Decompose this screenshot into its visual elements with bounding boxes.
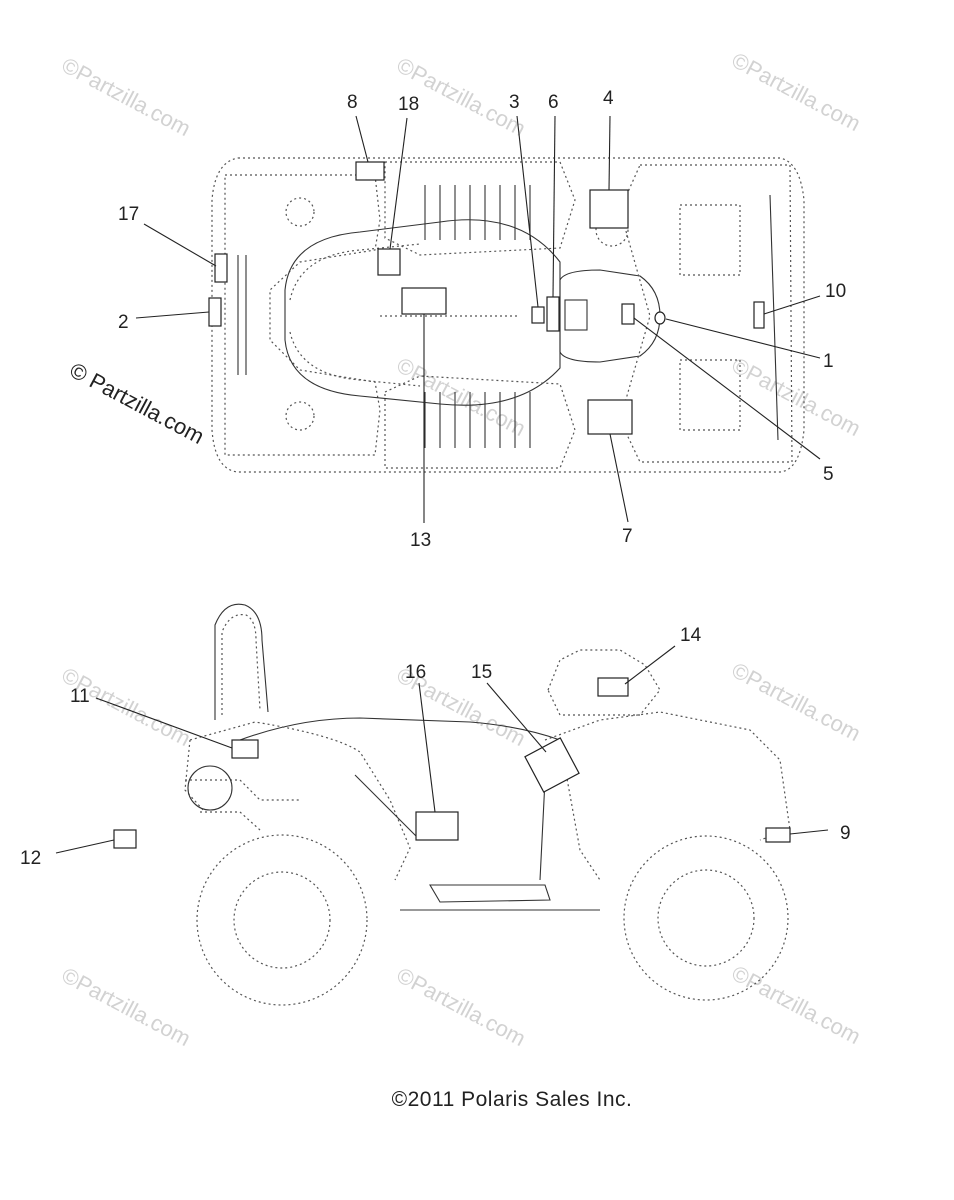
backrest-detail — [221, 614, 261, 715]
callout-11: 11 — [70, 686, 90, 707]
leader-4 — [608, 115, 611, 191]
decal-7 — [587, 399, 633, 435]
callout-8: 8 — [347, 92, 358, 113]
leader-9 — [789, 829, 829, 835]
decal-6 — [546, 296, 560, 332]
copyright-notice: ©2011 Polaris Sales Inc. — [391, 1088, 633, 1111]
decal-3 — [531, 306, 545, 324]
watermark: ©Partzilla.com — [728, 657, 865, 746]
callout-1: 1 — [823, 351, 834, 372]
callout-labels: 8 18 3 6 4 17 2 10 1 5 13 7 14 16 15 11 … — [20, 88, 851, 869]
watermark-dark: © Partzilla.com — [66, 357, 209, 449]
leader-8 — [355, 115, 369, 163]
atv-side-view — [55, 603, 829, 1006]
decal-9 — [765, 827, 791, 843]
callout-5: 5 — [823, 464, 834, 485]
top-view-body-outline — [211, 157, 805, 473]
callout-16: 16 — [405, 662, 426, 683]
footrest — [429, 884, 551, 903]
rear-frame — [185, 779, 300, 831]
seat-outline — [284, 219, 561, 406]
callout-9: 9 — [840, 823, 851, 844]
left-footwell — [384, 161, 576, 256]
fuel-tank-console — [559, 269, 661, 363]
rear-rack-bar — [237, 255, 247, 375]
decal-8 — [355, 161, 385, 181]
body-side-lines — [354, 774, 546, 881]
watermark: ©Partzilla.com — [58, 962, 195, 1051]
front-fender — [544, 711, 791, 881]
front-wheel — [623, 835, 789, 1001]
decal-17 — [214, 253, 228, 283]
callout-12: 12 — [20, 848, 41, 869]
leader-11 — [95, 697, 233, 749]
leader-15 — [486, 682, 547, 753]
atv-top-view — [135, 115, 821, 523]
front-bumper-line — [769, 194, 779, 441]
watermark: ©Partzilla.com — [728, 352, 865, 441]
watermark: ©Partzilla.com — [393, 352, 530, 441]
decal-13 — [401, 287, 447, 315]
decal-15 — [524, 737, 580, 793]
watermark: ©Partzilla.com — [393, 962, 530, 1051]
callout-10: 10 — [825, 281, 846, 302]
watermark: ©Partzilla.com — [58, 52, 195, 141]
console-display — [564, 299, 588, 331]
callout-18: 18 — [398, 94, 419, 115]
decal-11 — [231, 739, 259, 759]
callout-7: 7 — [622, 526, 633, 547]
right-footwell — [384, 375, 576, 469]
leader-17 — [143, 223, 217, 267]
rear-fender — [184, 721, 411, 881]
decal-10 — [753, 301, 765, 329]
callout-17: 17 — [118, 204, 139, 225]
decal-18 — [377, 248, 401, 276]
passenger-backrest — [214, 603, 269, 720]
callout-15: 15 — [471, 662, 492, 683]
leader-6 — [552, 115, 556, 298]
seat-line — [239, 717, 561, 741]
decal-4 — [589, 189, 629, 229]
right-footwell-tread — [424, 392, 531, 448]
rear-wheel — [196, 834, 368, 1006]
leader-7 — [609, 433, 629, 523]
front-rack-panel-lower — [679, 359, 741, 431]
callout-14: 14 — [680, 625, 702, 646]
callout-6: 6 — [548, 92, 559, 113]
decal-12 — [113, 829, 137, 849]
leader-16 — [418, 682, 436, 813]
watermark: ©Partzilla.com — [728, 960, 865, 1049]
decal-5 — [621, 303, 635, 325]
leader-10 — [763, 295, 821, 315]
callout-13: 13 — [410, 530, 431, 551]
leader-2 — [135, 311, 210, 319]
watermark: ©Partzilla.com — [728, 47, 865, 136]
front-wheel-rim — [657, 869, 755, 967]
callout-2: 2 — [118, 312, 129, 333]
leader-12 — [55, 839, 115, 854]
leader-1 — [665, 318, 821, 359]
decal-2 — [208, 297, 222, 327]
rear-right-hub — [285, 401, 315, 431]
decal-14 — [597, 677, 629, 697]
leader-18 — [389, 117, 408, 250]
steering-hub — [595, 213, 629, 247]
decal-16 — [415, 811, 459, 841]
leader-3 — [516, 115, 539, 308]
front-rack-panel-upper — [679, 204, 741, 276]
callout-3: 3 — [509, 92, 520, 113]
rear-left-hub — [285, 197, 315, 227]
rear-wheel-rim — [233, 871, 331, 969]
leader-14 — [624, 645, 676, 685]
rear-light — [187, 765, 233, 811]
seat-seam — [289, 243, 421, 387]
leader-5 — [633, 317, 821, 460]
rear-rack — [224, 174, 381, 456]
left-footwell-tread — [424, 185, 531, 240]
watermark-group: ©Partzilla.com ©Partzilla.com ©Partzilla… — [58, 47, 865, 1051]
decal-1 — [654, 311, 666, 325]
callout-4: 4 — [603, 88, 614, 109]
